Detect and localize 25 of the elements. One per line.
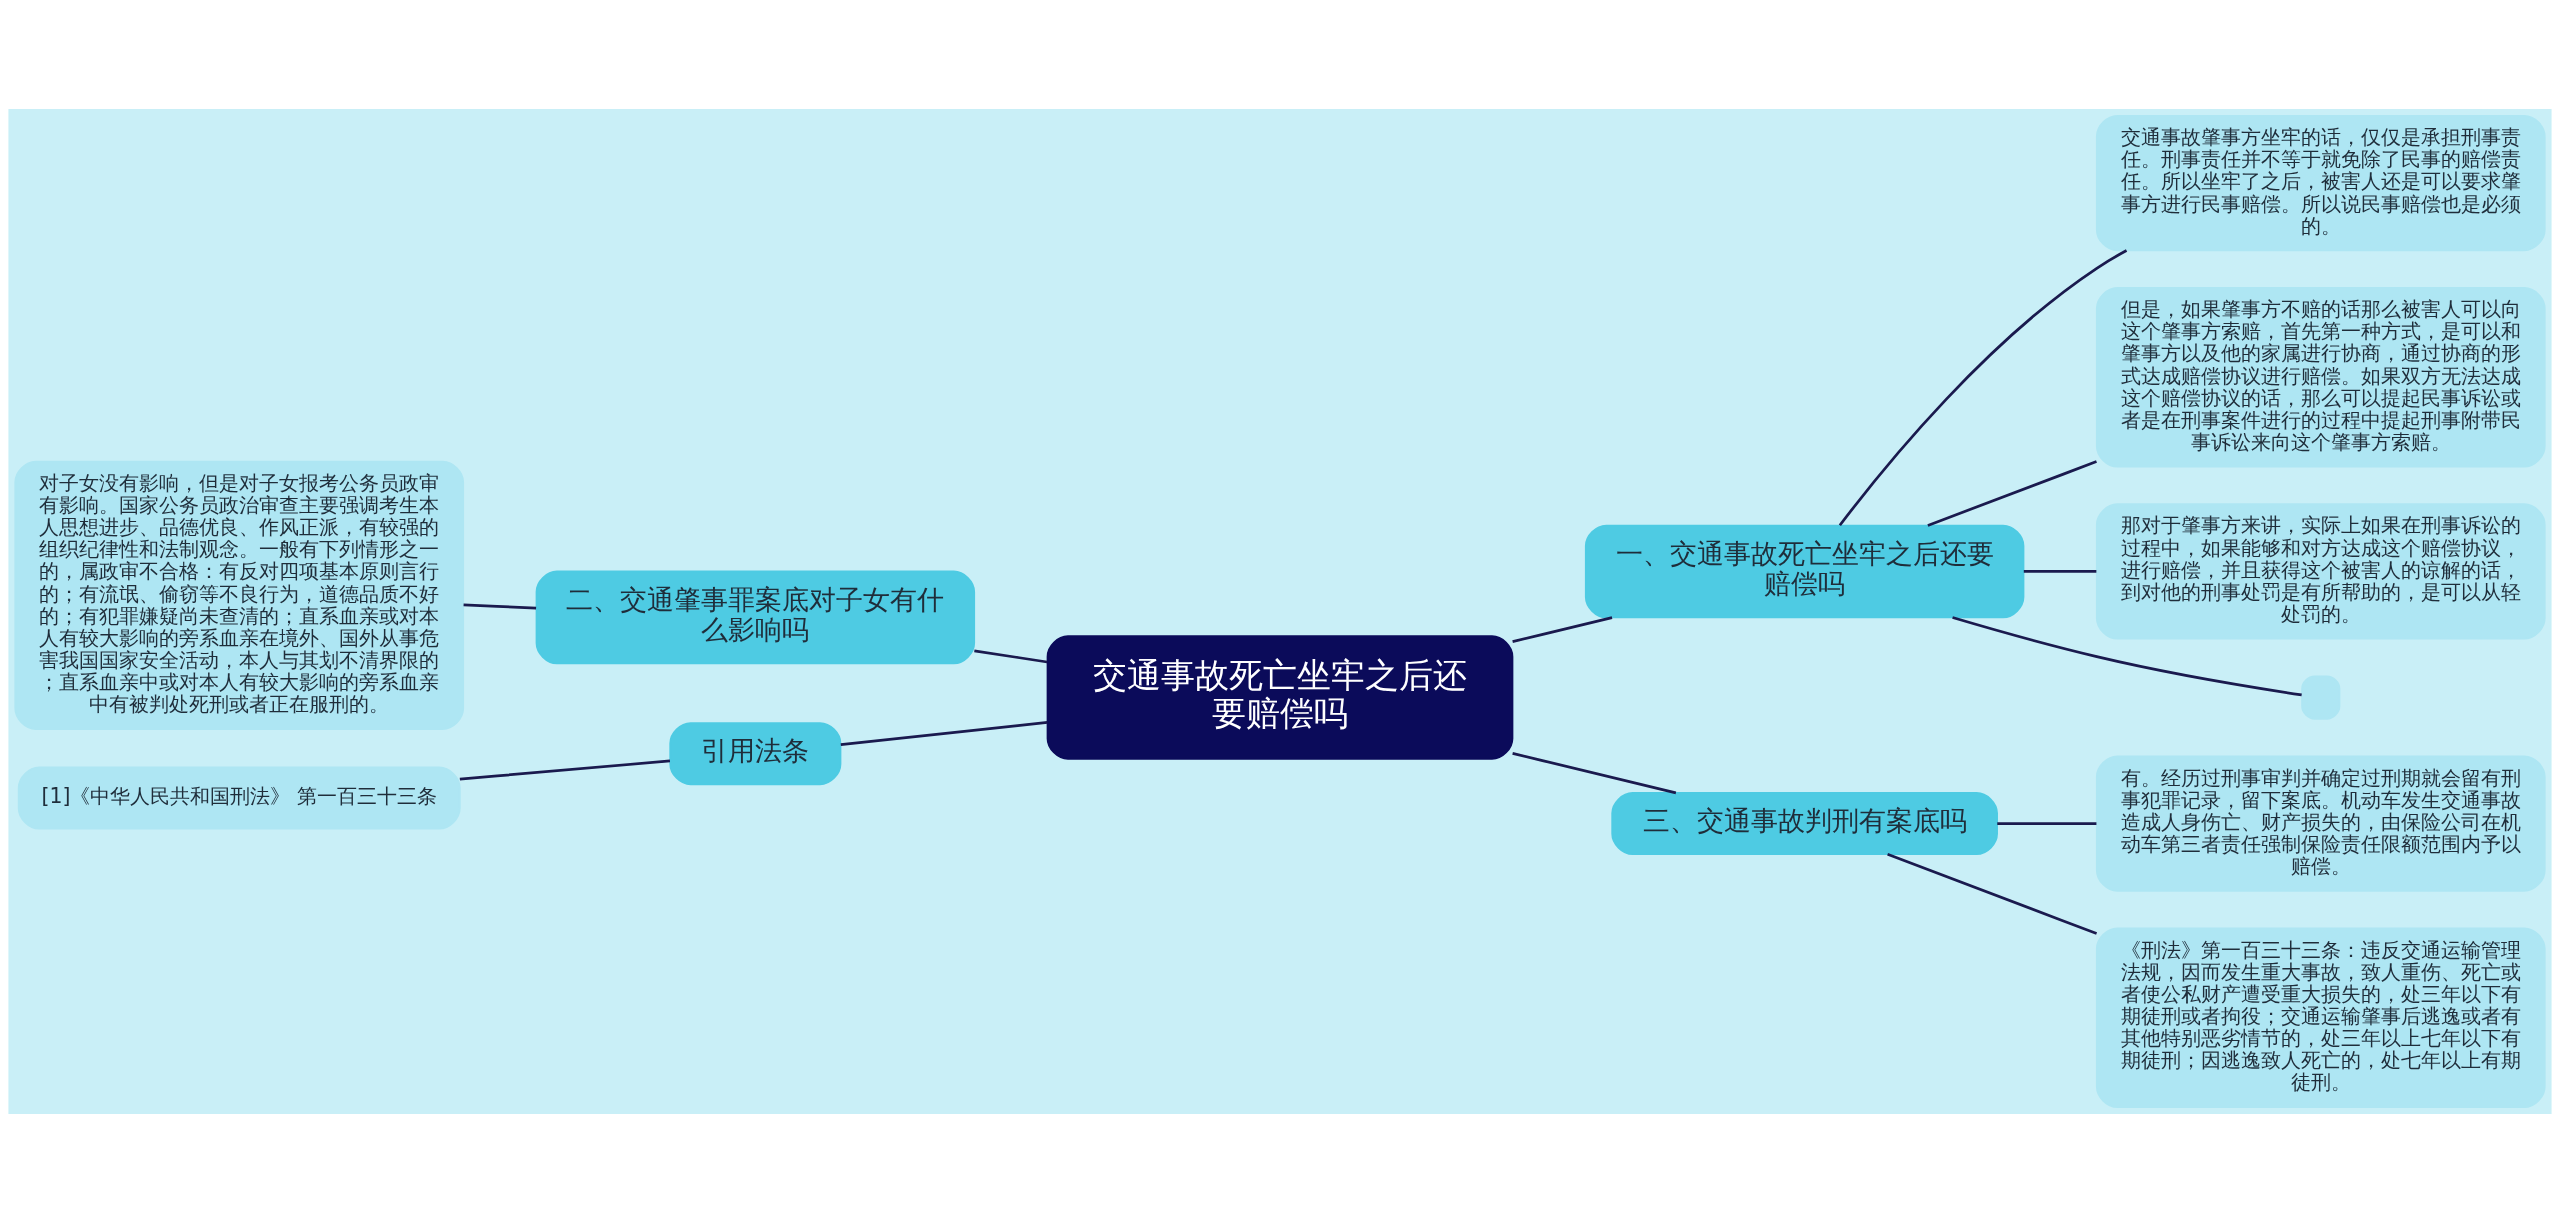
- node-box: 二、交通肇事罪案底对子女有什么影响吗: [535, 570, 976, 665]
- connector: [974, 649, 1048, 664]
- connector: [463, 603, 537, 610]
- connector: [1997, 822, 2097, 825]
- node-box: 有。经历过刑事审判并确定过刑期就会留有刑事犯罪记录，留下案底。机动车发生交通事故造成人身伤亡、财产损失的，由保险公司在机动车第三者责任强制保险责任限额范围内予以赔偿。: [2095, 755, 2546, 892]
- node-box: 三、交通事故判刑有案底吗: [1611, 792, 1998, 856]
- node-box: [1]《中华人民共和国刑法》 第一百三十三条: [17, 766, 461, 830]
- node-box: 一、交通事故死亡坐牢之后还要赔偿吗: [1584, 524, 2025, 619]
- connector: [840, 721, 1048, 747]
- node-box: 《刑法》第一百三十三条：违反交通运输管理法规，因而发生重大事故，致人重伤、死亡或者使公私财产遭受重大损失的，处三年以下有期徒刑或者拘役；交通运输肇事后逃逸或者有其他特别恶劣情节的，处三年以上七年以下有期徒刑；因逃逸致人死亡的，处七年以上有期徒刑。: [2095, 927, 2546, 1109]
- connector: [1927, 460, 2097, 527]
- node-box: 引用法条: [669, 722, 842, 786]
- node-box: 交通事故肇事方坐牢的话，仅仅是承担刑事责任。刑事责任并不等于就免除了民事的赔偿责任。所以坐牢了之后，被害人还是可以要求肇事方进行民事赔偿。所以说民事赔偿也是必须的。: [2095, 114, 2546, 252]
- node-box: 但是，如果肇事方不赔的话那么被害人可以向这个肇事方索赔，首先第一种方式，是可以和肇事方以及他的家属进行协商，通过协商的形式达成赔偿协议进行赔偿。如果双方无法达成这个赔偿协议的话，那么可以提起民事诉讼或者是在刑事案件进行的过程中提起刑事附带民事诉讼来向这个肇事方索赔。: [2095, 287, 2546, 468]
- connector: [1838, 249, 2128, 527]
- node-box: 对子女没有影响，但是对子女报考公务员政审有影响。国家公务员政治审查主要强调考生本人思想进步、品德优良、作风正派，有较强的组织纪律性和法制观念。一般有下列情形之一的，属政审不合格：有反对四项基本原则言行的；有流氓、偷窃等不良行为，道德品质不好的；有犯罪嫌疑尚未查清的；直系血亲或对本人有较大影响的旁系血亲在境外、国外从事危害我国国家安全活动，本人与其划不清界限的；直系血亲中或对本人有较大影响的旁系血亲中有被判处死刑或者正在服刑的。: [14, 460, 465, 730]
- connector: [1512, 752, 1677, 795]
- node-box: [2301, 675, 2341, 720]
- connector: [1952, 616, 2302, 697]
- connector: [459, 759, 671, 781]
- node-box: 那对于肇事方来讲，实际上如果在刑事诉讼的过程中，如果能够和对方达成这个赔偿协议，进行赔偿，并且获得这个被害人的谅解的话，到对他的刑事处罚是有所帮助的，是可以从轻处罚的。: [2095, 503, 2546, 640]
- connector: [1887, 853, 2098, 935]
- connector: [2023, 570, 2097, 573]
- node-box: 交通事故死亡坐牢之后还要赔偿吗: [1046, 635, 1514, 760]
- connector: [1512, 616, 1613, 643]
